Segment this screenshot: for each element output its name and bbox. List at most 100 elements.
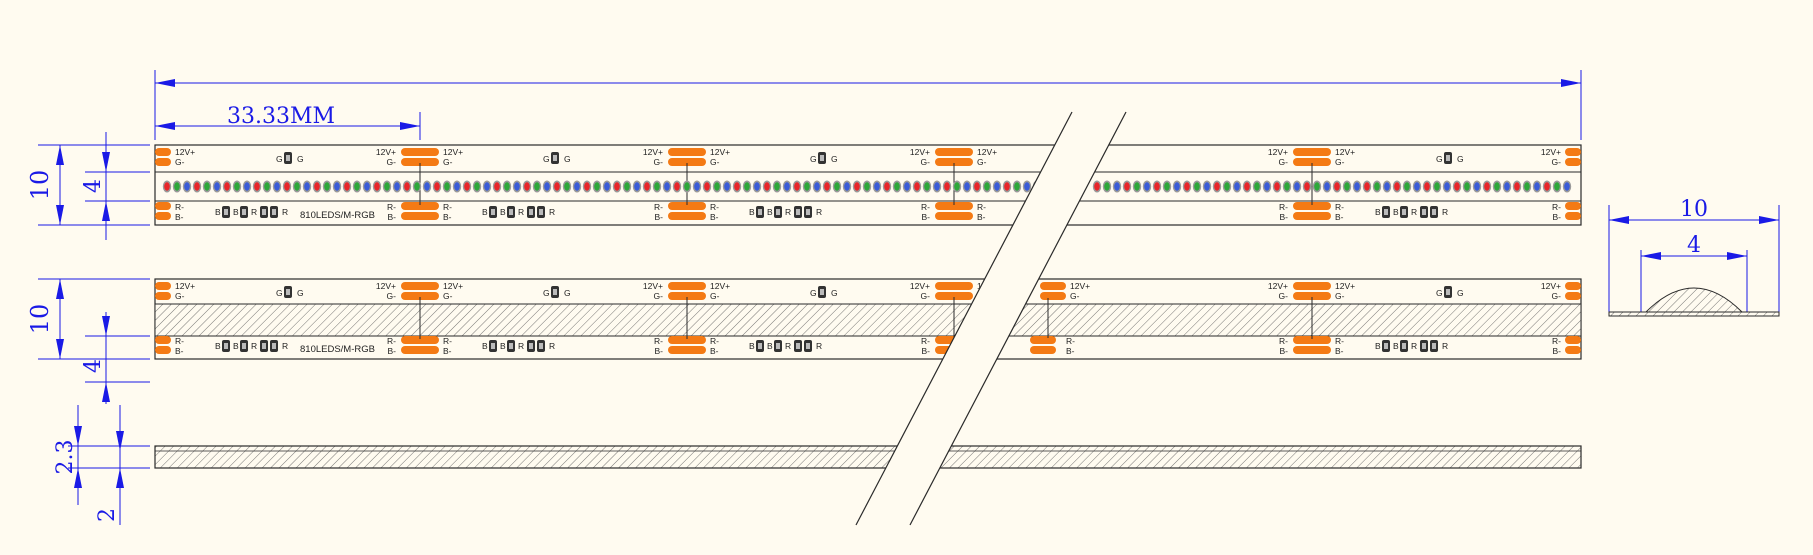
pad-label-12v: 12V+ xyxy=(643,147,663,157)
led-chip-icon xyxy=(922,180,932,193)
led-chip-icon xyxy=(632,180,642,193)
led-chip-icon xyxy=(552,180,562,193)
ic-label-b: B xyxy=(482,207,488,217)
ic-label-b: B xyxy=(749,341,755,351)
pad-label-g: G- xyxy=(921,291,931,301)
ic-chip-icon xyxy=(774,340,782,352)
led-chip-icon xyxy=(992,180,1002,193)
led-chip-icon xyxy=(272,180,282,193)
pad-label-12v: 12V+ xyxy=(443,281,463,291)
led-chip-icon xyxy=(1132,180,1142,193)
pad-label-g: G- xyxy=(175,157,185,167)
dim-arrow-icon xyxy=(102,201,110,221)
ic-label-r: R xyxy=(816,207,822,217)
pad-label-12v: 12V+ xyxy=(710,281,730,291)
solder-pad-top xyxy=(155,158,171,166)
pad-label-b: B- xyxy=(1280,212,1289,222)
ic-label-b: B xyxy=(767,341,773,351)
break-mark xyxy=(855,111,1127,526)
pad-label-g: G- xyxy=(710,157,720,167)
solder-pad-top xyxy=(668,158,706,166)
pad-label-b: B- xyxy=(1553,212,1562,222)
led-chip-icon xyxy=(312,180,322,193)
solder-pad-bottom xyxy=(401,346,439,354)
pad-label-12v: 12V+ xyxy=(710,147,730,157)
led-chip-icon xyxy=(1102,180,1112,193)
ic-chip-icon xyxy=(818,286,826,298)
led-chip-icon xyxy=(202,180,212,193)
ic-chip-icon xyxy=(270,340,278,352)
ic-label-r: R xyxy=(1442,341,1448,351)
strip-covered-view: 12V+G-R-B-12V+G-R-B-12V+G-R-B-12V+G-R-B-… xyxy=(154,278,1582,360)
led-chip-icon xyxy=(592,180,602,193)
solder-pad-bottom xyxy=(155,212,171,220)
ic-label-g: G xyxy=(543,154,550,164)
solder-pad-bottom xyxy=(668,336,706,344)
solder-pad-bottom xyxy=(155,346,171,354)
profile-dome xyxy=(1644,287,1744,313)
led-chip-icon xyxy=(382,180,392,193)
solder-pad-bottom xyxy=(935,202,973,210)
pad-label-g: G- xyxy=(1335,291,1345,301)
solder-pad-bottom xyxy=(668,202,706,210)
led-chip-icon xyxy=(622,180,632,193)
ic-chip-icon xyxy=(507,340,515,352)
led-chip-icon xyxy=(562,180,572,193)
solder-pad-bottom xyxy=(1293,336,1331,344)
led-chip-icon xyxy=(422,180,432,193)
dim-arrow-icon xyxy=(1641,252,1661,260)
pad-label-b: B- xyxy=(175,212,184,222)
pad-label-g: G- xyxy=(175,291,185,301)
led-chip-icon xyxy=(1482,180,1492,193)
led-chip-icon xyxy=(412,180,422,193)
solder-pad-bottom xyxy=(1565,212,1581,220)
ic-chip-icon xyxy=(794,206,802,218)
pad-label-12v: 12V+ xyxy=(910,147,930,157)
pad-label-r: R- xyxy=(1552,336,1561,346)
led-chip-icon xyxy=(442,180,452,193)
led-chip-icon xyxy=(302,180,312,193)
led-chip-icon xyxy=(812,180,822,193)
pad-label-b: B- xyxy=(655,212,664,222)
solder-pad-top xyxy=(1565,148,1581,156)
led-chip-icon xyxy=(332,180,342,193)
ic-label-g: G xyxy=(543,288,550,298)
pad-label-12v: 12V+ xyxy=(376,147,396,157)
solder-pad-bottom xyxy=(1030,336,1056,344)
led-chip-icon xyxy=(902,180,912,193)
led-chip-icon xyxy=(892,180,902,193)
dim-arrow-icon xyxy=(102,382,110,402)
ic-label-b: B xyxy=(500,341,506,351)
solder-pad-top xyxy=(401,282,439,290)
pad-label-g: G- xyxy=(1070,291,1080,301)
solder-pad-top xyxy=(1565,158,1581,166)
solder-pad-bottom xyxy=(155,202,171,210)
ic-chip-icon xyxy=(284,286,292,298)
ic-label-b: B xyxy=(1393,207,1399,217)
ic-label-b: B xyxy=(215,207,221,217)
led-chip-icon xyxy=(972,180,982,193)
led-chip-icon xyxy=(1472,180,1482,193)
dim-arrow-icon xyxy=(102,316,110,336)
pad-label-r: R- xyxy=(1279,202,1288,212)
dim-strip-width-2-text: 10 xyxy=(26,304,54,335)
led-chip-icon xyxy=(692,180,702,193)
pad-label-12v: 12V+ xyxy=(175,147,195,157)
pad-label-r: R- xyxy=(175,336,184,346)
led-chip-icon xyxy=(1322,180,1332,193)
pad-label-b: B- xyxy=(1335,346,1344,356)
dim-arrow-icon xyxy=(155,79,175,87)
dim-base-thickness-text: 2 xyxy=(95,508,120,522)
led-chip-icon xyxy=(712,180,722,193)
solder-pad-top xyxy=(1040,282,1066,290)
pad-label-g: G- xyxy=(1552,291,1562,301)
strip-cross-section xyxy=(1608,287,1780,317)
ic-chip-icon xyxy=(260,206,268,218)
pad-label-r: R- xyxy=(921,336,930,346)
pad-label-12v: 12V+ xyxy=(1268,147,1288,157)
dim-arrow-icon xyxy=(56,145,64,165)
led-chip-icon xyxy=(932,180,942,193)
led-chip-icon xyxy=(462,180,472,193)
led-chip-icon xyxy=(1292,180,1302,193)
